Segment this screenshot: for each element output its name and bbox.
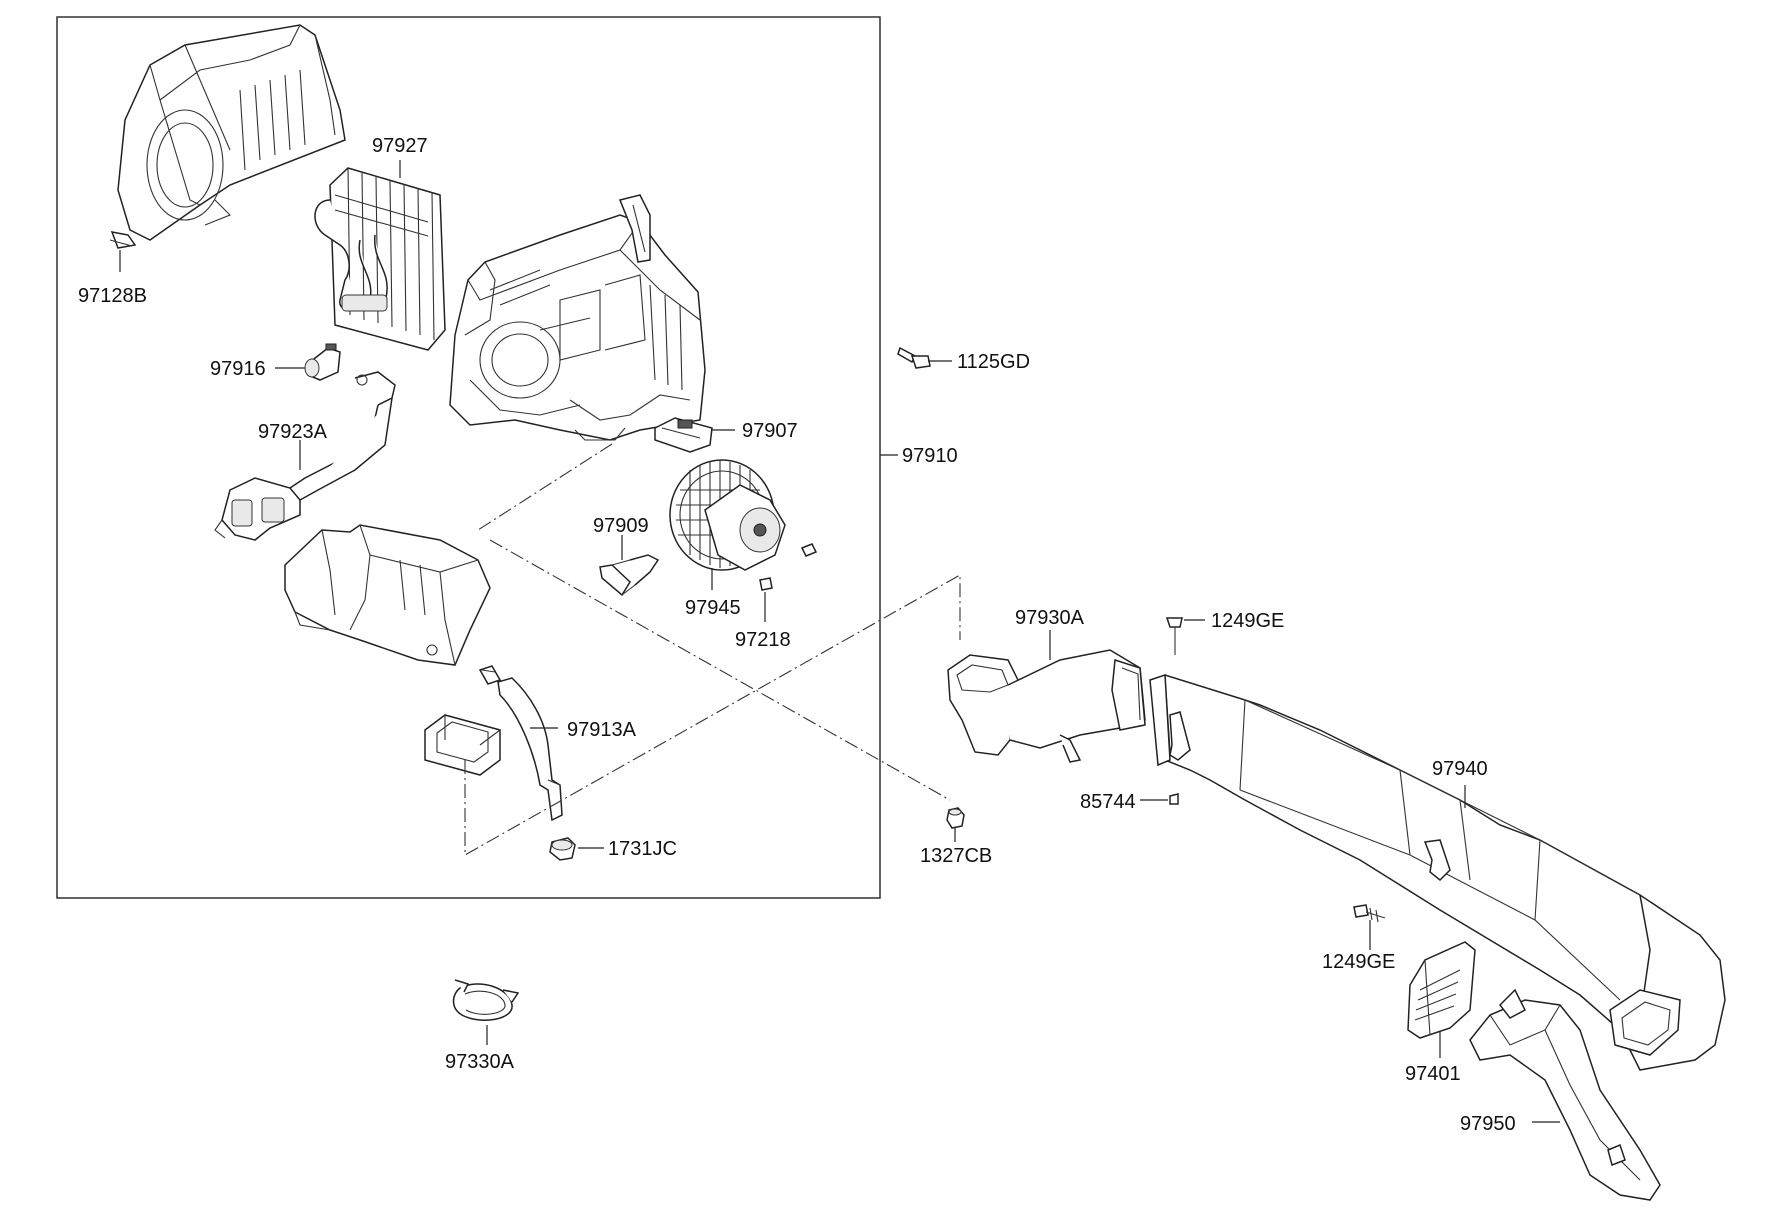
label-97913a: 97913A [567, 719, 637, 741]
bolt-1125gd-part[interactable] [897, 346, 931, 369]
main-duct-part[interactable] [1149, 673, 1726, 1071]
grommet-1327cb-part[interactable] [946, 807, 965, 829]
label-97945: 97945 [685, 597, 741, 619]
label-97218: 97218 [735, 629, 791, 651]
cover-97401-part[interactable] [1407, 941, 1476, 1039]
screw-97945-part[interactable] [800, 543, 818, 557]
assembly-line-1 [477, 443, 613, 531]
pipe-assembly-part[interactable] [214, 371, 396, 541]
label-1249ge-upper: 1249GE [1211, 610, 1284, 632]
expansion-valve-part[interactable] [304, 343, 341, 381]
band-97330a-part[interactable] [452, 979, 520, 1021]
clip-97128b-part[interactable] [109, 231, 137, 249]
clip-85744-part[interactable] [1169, 793, 1179, 805]
label-1731jc: 1731JC [608, 838, 677, 860]
label-97927: 97927 [372, 135, 428, 157]
label-97401: 97401 [1405, 1063, 1461, 1085]
label-97930a: 97930A [1015, 607, 1085, 629]
duct-seal-part[interactable] [424, 714, 501, 776]
hose-97909-part[interactable] [599, 554, 660, 597]
label-97950: 97950 [1460, 1113, 1516, 1135]
upper-case-part[interactable] [117, 24, 346, 241]
screw-1249ge-upper-part[interactable] [1165, 617, 1183, 655]
blower-motor-part[interactable] [669, 459, 786, 571]
side-duct-part[interactable] [1469, 988, 1661, 1201]
screw-1249ge-lower-part[interactable] [1353, 904, 1386, 923]
assembly-line-3 [464, 574, 961, 856]
label-97128b: 97128B [78, 285, 147, 307]
rear-duct-part[interactable] [947, 649, 1146, 763]
label-97330a: 97330A [445, 1051, 515, 1073]
drain-hose-part[interactable] [478, 665, 563, 822]
hvac-assembly-box [56, 16, 881, 899]
label-1249ge-lower: 1249GE [1322, 951, 1395, 973]
lower-case-part[interactable] [284, 524, 491, 666]
screw-97218-part[interactable] [759, 577, 773, 591]
label-97923a: 97923A [258, 421, 328, 443]
label-97907: 97907 [742, 420, 798, 442]
blower-case-part[interactable] [449, 194, 706, 441]
evaporator-part[interactable] [314, 167, 446, 351]
blower-resistor-part[interactable] [654, 417, 713, 453]
label-97910: 97910 [902, 445, 958, 467]
grommet-1731jc-part[interactable] [549, 837, 576, 861]
label-85744: 85744 [1080, 791, 1136, 813]
label-1327cb: 1327CB [920, 845, 992, 867]
label-97940: 97940 [1432, 758, 1488, 780]
assembly-line-2 [489, 539, 951, 801]
label-1125gd: 1125GD [957, 351, 1030, 373]
label-97916: 97916 [210, 358, 266, 380]
label-97909: 97909 [593, 515, 649, 537]
